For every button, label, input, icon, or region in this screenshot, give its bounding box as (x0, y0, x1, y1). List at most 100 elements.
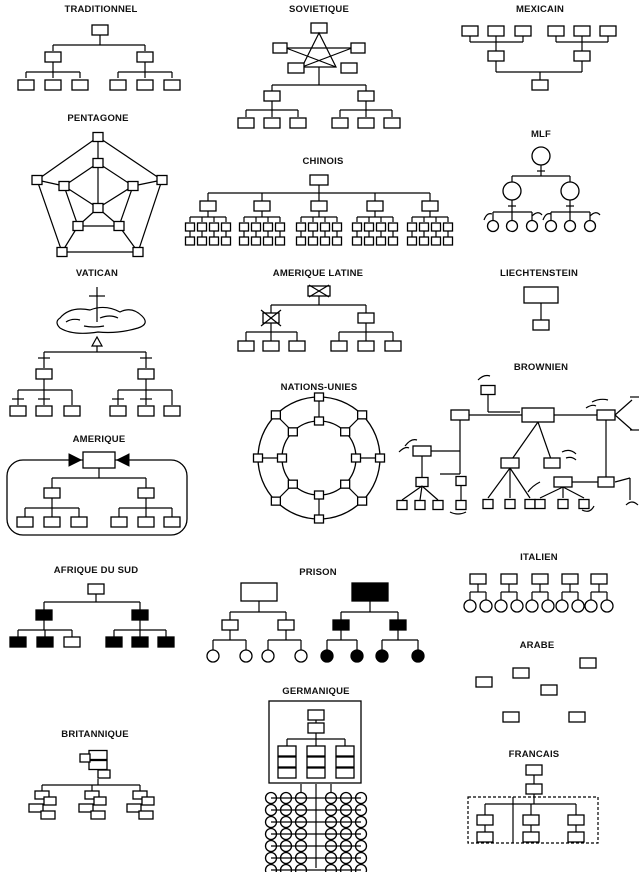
command-frame (268, 700, 362, 784)
org-box (253, 200, 271, 212)
org-circle (375, 649, 389, 663)
org-box (105, 636, 123, 648)
org-box (469, 573, 487, 585)
org-circle (206, 649, 220, 663)
org-box (356, 410, 368, 420)
org-circle (279, 863, 293, 872)
org-box (389, 619, 407, 631)
org-box (70, 516, 88, 528)
org-box (383, 117, 401, 129)
org-box (319, 222, 331, 232)
title-vatican: VATICAN (75, 268, 119, 279)
title-sovietique: SOVIETIQUE (288, 4, 350, 15)
cross-line (301, 47, 353, 68)
org-box (415, 476, 429, 488)
rounded-frame (6, 459, 188, 536)
arrow-left (68, 453, 83, 467)
org-box (109, 405, 127, 417)
org-box (421, 200, 439, 212)
org-circle (494, 599, 508, 613)
org-box (307, 709, 325, 721)
org-box (43, 796, 57, 806)
org-box (553, 476, 573, 488)
org-box (131, 636, 149, 648)
org-box (455, 475, 467, 487)
squiggle (531, 212, 543, 217)
connector-line (509, 421, 539, 463)
org-box (208, 222, 220, 232)
org-circle (571, 599, 585, 613)
diagram-liechtenstein (523, 286, 559, 331)
org-box (288, 340, 306, 352)
org-circle (294, 649, 308, 663)
connector-line (487, 467, 511, 499)
org-box (9, 636, 27, 648)
org-box (58, 180, 70, 192)
org-box (163, 516, 181, 528)
org-box (56, 246, 68, 258)
org-box (412, 445, 432, 457)
org-circle (294, 863, 308, 872)
org-circle (563, 219, 577, 233)
squiggle (477, 374, 491, 381)
org-box (138, 810, 154, 820)
org-circle (510, 599, 524, 613)
org-box (78, 803, 94, 813)
org-circle (583, 219, 597, 233)
connector-line (401, 485, 423, 501)
org-box (461, 25, 479, 37)
org-box (531, 79, 549, 91)
org-box (307, 722, 325, 734)
org-box (514, 25, 532, 37)
org-box (596, 409, 616, 421)
org-box (487, 50, 505, 62)
org-box (307, 222, 319, 232)
org-box (590, 573, 608, 585)
org-box (237, 117, 255, 129)
org-box (263, 90, 281, 102)
org-box (357, 90, 375, 102)
org-box (221, 619, 239, 631)
org-box (310, 22, 328, 34)
org-box (573, 50, 591, 62)
org-box (263, 117, 281, 129)
diagram-italien (463, 573, 614, 613)
org-box (340, 62, 358, 74)
org-box (319, 236, 331, 246)
org-box (43, 516, 61, 528)
org-box (578, 498, 590, 510)
org-box (357, 312, 375, 324)
org-box (487, 25, 505, 37)
org-box (387, 222, 399, 232)
org-circle (555, 599, 569, 613)
org-circle (261, 649, 275, 663)
pentagon-inner (63, 162, 134, 227)
org-box (475, 676, 493, 688)
org-box (306, 745, 326, 757)
org-box (137, 405, 155, 417)
org-box (450, 409, 470, 421)
org-box (366, 200, 384, 212)
org-box (524, 498, 536, 510)
org-box (375, 236, 387, 246)
org-circle (350, 649, 364, 663)
org-box (131, 609, 149, 621)
title-amerique: AMERIQUE (72, 434, 126, 445)
cloud-shape (56, 306, 146, 334)
title-liechtenstein: LIECHTENSTEIN (499, 268, 579, 279)
org-box (418, 236, 430, 246)
org-box (63, 405, 81, 417)
org-box (306, 756, 326, 768)
diagram-traditionnel (17, 24, 181, 91)
pentagon-outer (36, 136, 163, 253)
org-box (92, 157, 104, 169)
org-box (482, 498, 494, 510)
title-germanique: GERMANIQUE (282, 686, 350, 697)
org-circle (463, 599, 477, 613)
org-box (157, 636, 175, 648)
org-box (127, 180, 139, 192)
org-circle (531, 146, 551, 166)
org-box (476, 831, 494, 843)
org-box (374, 453, 386, 463)
